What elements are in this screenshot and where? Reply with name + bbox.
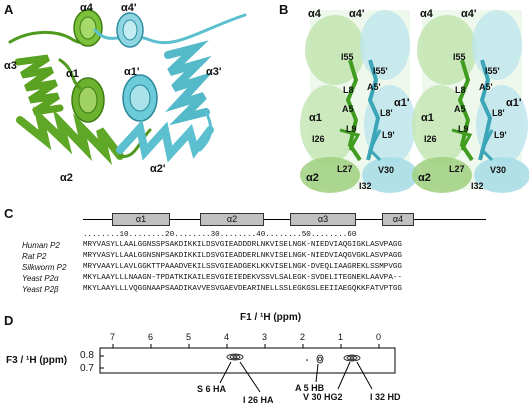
peak-label-I32HD: I 32 HD [370, 392, 401, 402]
y-tick-0.7: 0.7 [80, 363, 94, 374]
panel-b-left-label-I55-prime: I55' [373, 66, 388, 76]
panel-a-letter: A [4, 2, 14, 17]
panel-b-left-label-L9-prime: L9' [382, 130, 395, 140]
panel-b-left-label-alpha4: α4 [308, 8, 321, 20]
seq-human: MRYVASYLLAALGGNSSPSAKDIKKILDSVGIEADDDRLN… [83, 241, 402, 249]
sequence-ruler: ........10........20........30........40… [83, 231, 357, 239]
panel-b-letter: B [279, 2, 289, 17]
panel-b-left-label-I32: I32 [359, 181, 372, 191]
x-tick-1: 1 [338, 332, 344, 342]
helix-alpha2-box: α2 [200, 213, 264, 226]
panel-b-left-label-I55: I55 [341, 52, 354, 62]
panel-a-label-alpha1: α1 [66, 68, 79, 80]
seq-yeast-p2a: MKYLAAYLLLNAAGN-TPDATKIKAILESVGIEIEDEKVS… [83, 274, 402, 282]
panel-b-left-label-L8: L8 [343, 85, 354, 95]
panel-b-left-label-alpha1: α1 [309, 112, 322, 124]
panel-b-left-label-alpha2: α2 [306, 172, 319, 184]
x-tick-7: 7 [110, 332, 116, 342]
helix-alpha1-box: α1 [112, 213, 170, 226]
panel-b-right-label-alpha1: α1 [421, 112, 434, 124]
panel-b-right-label-L27: L27 [449, 164, 465, 174]
panel-d-letter: D [4, 313, 14, 328]
panel-b-right-label-A5-prime: A5' [479, 82, 493, 92]
x-tick-6: 6 [148, 332, 154, 342]
panel-a-label-alpha4: α4 [80, 2, 93, 14]
seq-silkworm: MRYVAAYLLAVLGGKTTPAAADVEKILSSVGIEADGEKLK… [83, 263, 402, 271]
panel-b-right-label-alpha4: α4 [420, 8, 433, 20]
x-tick-4: 4 [224, 332, 230, 342]
panel-b-right-label-alpha2: α2 [418, 172, 431, 184]
secondary-structure-line [83, 219, 486, 220]
y-tick-0.8: 0.8 [80, 350, 94, 361]
panel-a-label-alpha3-prime: α3' [206, 66, 222, 78]
nmr-y-axis-label: F3 / ¹H (ppm) [6, 355, 68, 366]
panel-b-right-label-alpha4-prime: α4' [461, 8, 477, 20]
panel-b-right-label-L8: L8 [455, 85, 466, 95]
panel-a-ribbon-structure [8, 9, 247, 166]
panel-b-right-label-L8-prime: L8' [492, 108, 505, 118]
panel-b-left-label-A5: A5 [342, 104, 354, 114]
panel-a-label-alpha3: α3 [4, 60, 17, 72]
panel-b-left-label-A5-prime: A5' [367, 82, 381, 92]
seq-name-silkworm: Silkworm P2 [22, 263, 67, 272]
panel-a-label-alpha1-prime: α1' [124, 66, 140, 78]
peak-label-A5HB: A 5 HB [295, 383, 325, 393]
panel-b-left-label-L27: L27 [337, 164, 353, 174]
panel-b-right-label-L9: L9 [458, 124, 469, 134]
seq-yeast-p2b: MKYLAAYLLLVQGGNAAPSAADIKAVVESVGAEVDEARIN… [83, 285, 402, 293]
panel-b-right-label-I55-prime: I55' [485, 66, 500, 76]
seq-name-human: Human P2 [22, 241, 60, 250]
x-tick-3: 3 [262, 332, 268, 342]
seq-name-yeast-p2a: Yeast P2α [22, 274, 59, 283]
helix-alpha4-box: α4 [382, 213, 414, 226]
panel-b-right-label-I55: I55 [453, 52, 466, 62]
seq-name-yeast-p2b: Yeast P2β [22, 285, 59, 294]
panel-b-left-label-L8-prime: L8' [380, 108, 393, 118]
peak-label-I26HA: I 26 HA [243, 395, 274, 405]
panel-b-stereo-view [300, 10, 529, 193]
x-tick-5: 5 [186, 332, 192, 342]
panel-b-left-label-alpha1-prime: α1' [394, 97, 410, 109]
panel-b-right-label-L9-prime: L9' [494, 130, 507, 140]
nmr-x-axis-label: F1 / ¹H (ppm) [240, 312, 302, 323]
panel-c-letter: C [4, 206, 14, 221]
peak-label-V30HG2: V 30 HG2 [303, 392, 343, 402]
seq-rat: MRYVASYLLAALGGNSNPSAKDIKKILDSVGIEADDERLN… [83, 252, 402, 260]
helix-alpha3-box: α3 [290, 213, 356, 226]
panel-a-label-alpha2-prime: α2' [150, 163, 166, 175]
peak-label-S6HA: S 6 HA [197, 384, 227, 394]
panel-b-left-label-V30: V30 [378, 165, 395, 175]
panel-a-label-alpha4-prime: α4' [121, 2, 137, 14]
panel-a-label-alpha2: α2 [60, 172, 73, 184]
panel-b-right-label-A5: A5 [454, 104, 466, 114]
panel-b-right-label-I26: I26 [424, 134, 437, 144]
panel-b-right-label-I32: I32 [471, 181, 484, 191]
x-tick-0: 0 [376, 332, 382, 342]
panel-b-left-label-L9: L9 [346, 124, 357, 134]
seq-name-rat: Rat P2 [22, 252, 47, 261]
panel-b-left-label-alpha4-prime: α4' [349, 8, 365, 20]
x-tick-2: 2 [300, 332, 306, 342]
panel-b-left-label-I26: I26 [312, 134, 325, 144]
panel-b-right-label-V30: V30 [490, 165, 507, 175]
panel-b-right-label-alpha1-prime: α1' [506, 97, 522, 109]
